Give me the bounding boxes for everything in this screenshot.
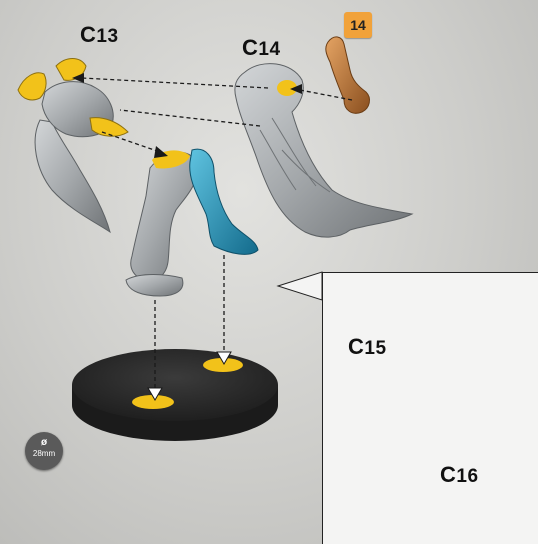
diameter-symbol: ø (25, 437, 63, 448)
detail-inset-panel (322, 272, 538, 544)
inset-callout-pointer (278, 272, 322, 300)
part-label-c13: C13 (80, 22, 119, 48)
legs-assembly (126, 149, 258, 296)
step-number-badge: 14 (344, 12, 372, 38)
round-base (72, 349, 278, 441)
cloak-part-c14 (235, 64, 412, 238)
base-size-badge: ø 28mm (25, 432, 63, 470)
part-label-c16: C16 (440, 462, 479, 488)
base-size-value: 28mm (25, 448, 63, 460)
part-label-c14: C14 (242, 35, 281, 61)
part-label-c15: C15 (348, 334, 387, 360)
arm-part-14 (326, 37, 370, 113)
torso-part-c13 (18, 59, 128, 233)
